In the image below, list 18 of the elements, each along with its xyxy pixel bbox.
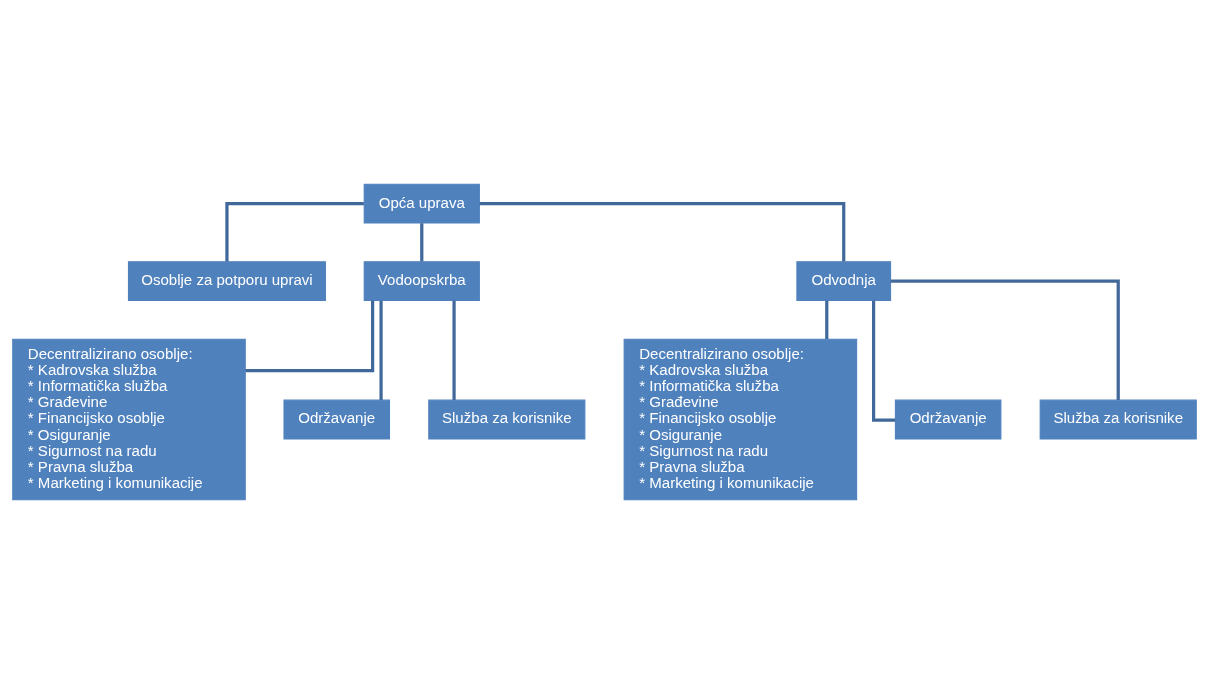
node-box: Vodoopskrba <box>363 261 480 302</box>
connector <box>452 300 456 401</box>
connector <box>479 202 846 262</box>
connector <box>825 300 829 339</box>
node-box: Odvodnja <box>796 261 892 302</box>
node-box: Održavanje <box>894 399 1002 440</box>
node-box: Služba za korisnike <box>428 399 586 440</box>
connector <box>420 223 424 262</box>
node-box: Osoblje za potporu upravi <box>127 261 326 302</box>
node-box: Decentralizirano osoblje: * Kadrovska služba * Informatička služba * Građevine * Financijsko osoblje * Osiguranje * Sigurnost na radu * Pravna služba * Marketing i komunikacije <box>12 338 246 501</box>
connector <box>225 202 364 262</box>
node-box: Održavanje <box>283 399 391 440</box>
node-box: Služba za korisnike <box>1039 399 1197 440</box>
node-box: Opća uprava <box>363 183 480 224</box>
connector <box>245 300 375 373</box>
node-box: Decentralizirano osoblje: * Kadrovska služba * Informatička služba * Građevine * Financijsko osoblje * Osiguranje * Sigurnost na radu * Pravna služba * Marketing i komunikacije <box>623 338 858 501</box>
connector <box>379 300 383 401</box>
connector <box>890 279 1120 400</box>
